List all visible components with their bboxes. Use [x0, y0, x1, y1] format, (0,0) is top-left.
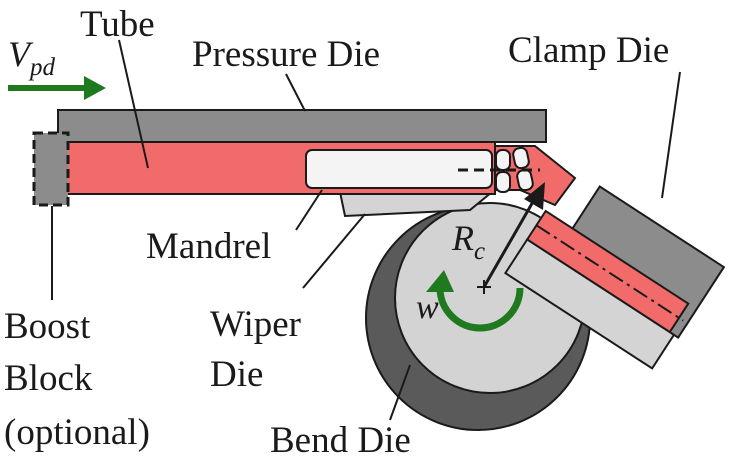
radius-symbol-subscript: c — [474, 238, 485, 265]
velocity-symbol-subscript: pd — [28, 54, 56, 81]
pressure-die — [57, 109, 547, 143]
tube-leader — [118, 39, 149, 169]
bend-die-label: Bend Die — [270, 420, 411, 461]
rotation-arrowhead — [426, 270, 454, 292]
wiper-die-label-line2: Die — [210, 354, 263, 395]
mandrel-ball — [495, 171, 511, 193]
boost-block-label-line3: (optional) — [4, 412, 150, 453]
velocity-symbol: Vpd — [8, 34, 56, 81]
velocity-arrowhead — [84, 76, 106, 100]
mandrel-balls — [495, 146, 534, 193]
rotation-arrow — [426, 270, 524, 332]
clamp-die-leader — [661, 71, 681, 199]
clamp-die-group — [504, 185, 726, 370]
pressure-die-leader — [285, 73, 306, 112]
wiper-die-label-line1: Wiper — [210, 304, 301, 345]
radius-arrowhead — [524, 182, 545, 210]
rotation-symbol: w — [416, 289, 439, 326]
mandrel-ball — [495, 149, 511, 171]
bent-centerline — [535, 224, 684, 322]
radius-symbol: Rc — [451, 218, 485, 265]
mandrel-label: Mandrel — [146, 226, 271, 267]
boost-block-label-line2: Block — [4, 358, 93, 399]
pressure-die-label: Pressure Die — [192, 34, 380, 75]
mandrel-ball — [512, 146, 530, 170]
boost-block-label-line1: Boost — [4, 306, 91, 347]
tube-label: Tube — [80, 4, 155, 45]
radius-symbol-main: R — [451, 218, 474, 258]
radius-line — [482, 199, 536, 288]
boost-block — [32, 131, 70, 207]
radius-arrow — [477, 182, 545, 294]
clamp-insert — [504, 238, 676, 370]
leader-lines — [51, 39, 681, 421]
wiper-die-leader — [302, 213, 366, 289]
velocity-symbol-main: V — [8, 34, 34, 74]
mandrel-leader — [295, 189, 323, 231]
velocity-arrow — [8, 76, 106, 100]
rotation-arc — [436, 287, 524, 332]
bend-die-leader — [389, 364, 411, 421]
clamp-die-label: Clamp Die — [508, 30, 669, 71]
